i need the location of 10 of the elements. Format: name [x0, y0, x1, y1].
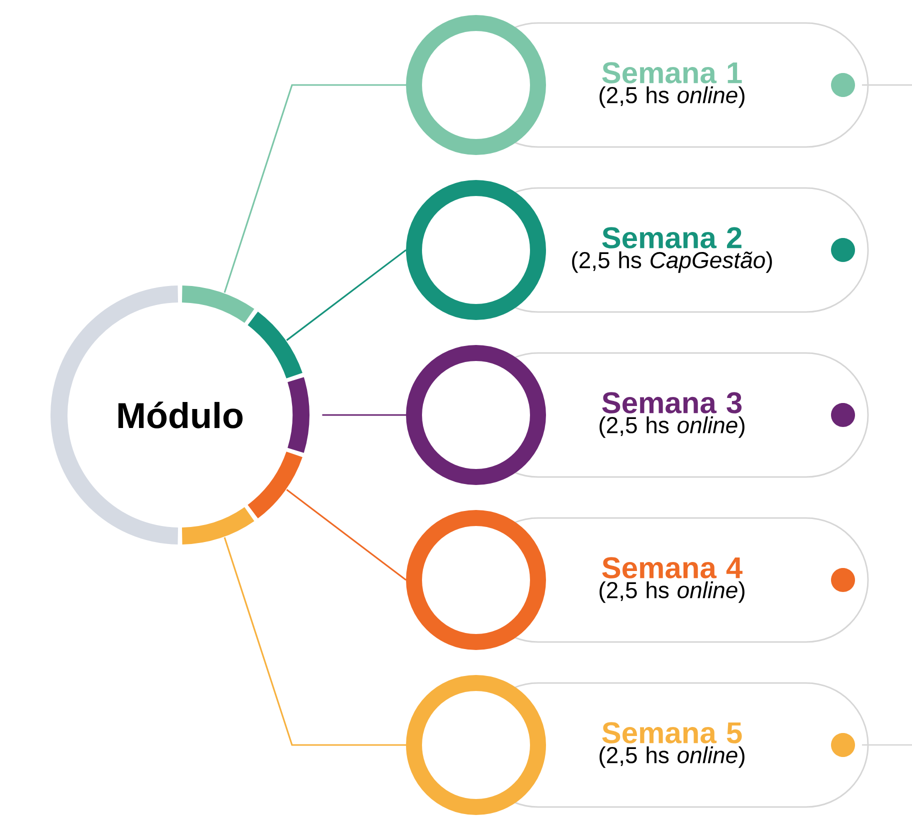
ring-circle: [406, 510, 546, 650]
connector-line: [286, 489, 406, 581]
connector-line: [322, 414, 406, 416]
ring-circle: [406, 675, 546, 815]
ring-circle: [406, 180, 546, 320]
connector-line: [286, 249, 406, 341]
connector-line: [224, 84, 406, 293]
ring-circle: [406, 15, 546, 155]
connector-line: [224, 537, 406, 746]
ring-circle: [406, 345, 546, 485]
